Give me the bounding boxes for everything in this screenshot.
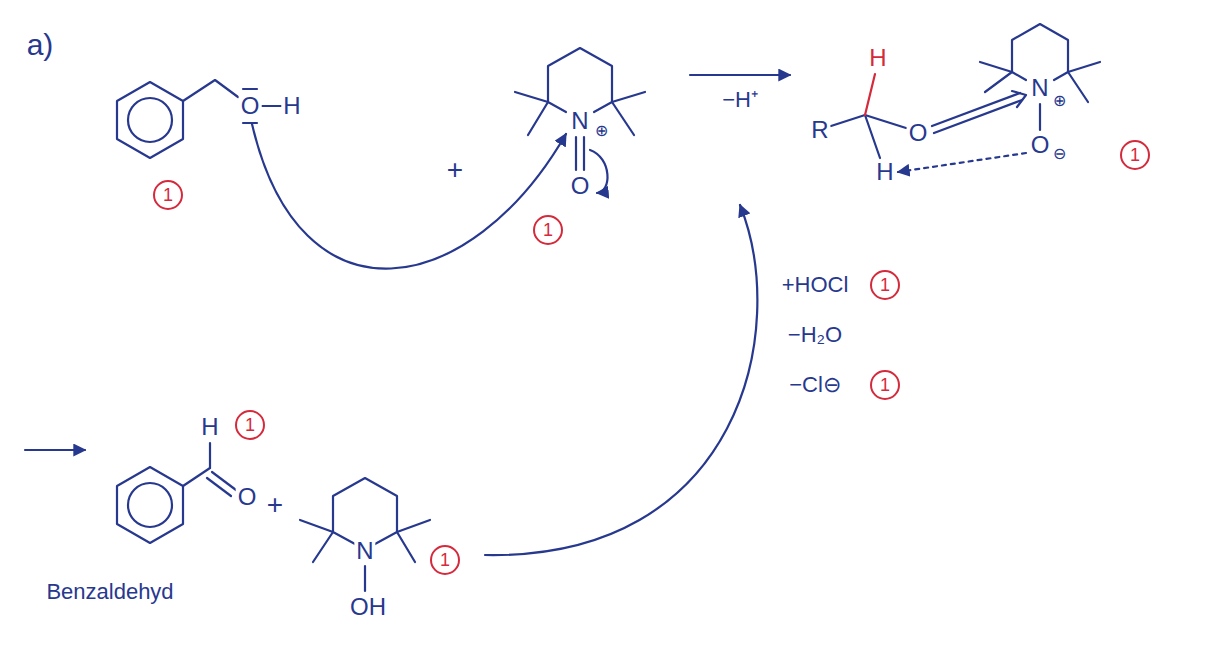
benzyl-alcohol-part bbox=[262, 105, 281, 107]
plus-sign: + bbox=[445, 156, 465, 184]
callout-number: 1 bbox=[245, 416, 255, 434]
reagent-label: −H⁺ bbox=[720, 89, 760, 111]
hydroxylamine bbox=[300, 478, 430, 591]
callout-circle: 1 bbox=[870, 270, 900, 300]
atom-label: O bbox=[907, 121, 930, 145]
benzaldehyde-part bbox=[183, 468, 210, 486]
reaction-arrow bbox=[690, 74, 790, 76]
atom-label: H bbox=[199, 415, 220, 439]
hydroxylamine-part bbox=[364, 566, 366, 591]
transition-state-part bbox=[980, 62, 1012, 72]
benzaldehyde-part bbox=[207, 478, 231, 496]
attack-arrow bbox=[252, 124, 566, 269]
callout-number: 1 bbox=[880, 276, 890, 294]
oxoammonium-part bbox=[612, 102, 634, 135]
benzyl-alcohol bbox=[117, 80, 281, 158]
atom-label: O bbox=[239, 94, 262, 118]
benzaldehyde-part bbox=[128, 483, 172, 527]
mechanism-drawing-part bbox=[25, 24, 1100, 591]
transition-state bbox=[831, 24, 1100, 172]
benzaldehyde-part bbox=[117, 467, 183, 543]
benzaldehyde-part bbox=[209, 443, 211, 468]
red-bond bbox=[865, 74, 875, 115]
atom-label: OH bbox=[348, 595, 388, 619]
reagent-label: −Cl⊖ bbox=[787, 374, 843, 396]
benzyl-alcohol-part bbox=[117, 82, 183, 158]
callout-circle: 1 bbox=[430, 545, 460, 575]
transition-state-part bbox=[934, 100, 1022, 133]
callout-number: 1 bbox=[163, 186, 173, 204]
atom-label: O bbox=[569, 174, 592, 198]
charge-sign: ⊖ bbox=[1051, 146, 1068, 162]
callout-number: 1 bbox=[880, 376, 890, 394]
oxoammonium-part bbox=[583, 137, 585, 170]
oxoammonium-part bbox=[528, 102, 548, 135]
atom-label: H bbox=[281, 94, 302, 118]
oxoammonium-part bbox=[590, 150, 607, 193]
charge-sign: ⊕ bbox=[593, 123, 610, 139]
reaction-arrow bbox=[25, 449, 85, 451]
atom-label: H bbox=[874, 160, 895, 184]
transition-state-part bbox=[1068, 62, 1100, 72]
callout-circle: 1 bbox=[235, 410, 265, 440]
benzaldehyde-part bbox=[212, 472, 236, 490]
hydroxylamine-part bbox=[397, 520, 430, 532]
atom-label: O bbox=[236, 485, 259, 509]
oxoammonium-part bbox=[515, 92, 548, 102]
oxoammonium-part bbox=[575, 137, 577, 170]
hydroxylamine-part bbox=[333, 478, 397, 544]
callout-number: 1 bbox=[440, 551, 450, 569]
transition-state-part bbox=[1039, 104, 1041, 130]
transition-state-part bbox=[1012, 91, 1026, 107]
reagent-label: −H₂O bbox=[786, 324, 844, 346]
transition-state-part bbox=[831, 115, 865, 126]
benzaldehyde bbox=[117, 443, 236, 543]
hydroxylamine-part bbox=[313, 532, 333, 562]
transition-state-part bbox=[1012, 24, 1068, 80]
callout-circle: 1 bbox=[1120, 140, 1150, 170]
regeneration-arrow bbox=[485, 205, 757, 555]
oxoammonium-part bbox=[548, 48, 612, 112]
callout-number: 1 bbox=[1130, 146, 1140, 164]
transition-state-part bbox=[865, 115, 880, 158]
plus-sign: + bbox=[265, 491, 285, 519]
transition-state-part bbox=[985, 72, 1012, 92]
reagent-label: +HOCl bbox=[780, 274, 851, 296]
oxoammonium-part bbox=[612, 92, 645, 102]
benzyl-alcohol-part bbox=[183, 80, 238, 101]
transition-state-part bbox=[1068, 72, 1088, 102]
part-label: a) bbox=[25, 30, 56, 60]
callout-circle: 1 bbox=[153, 180, 183, 210]
oxoammonium bbox=[515, 48, 645, 193]
benzyl-alcohol-part bbox=[243, 122, 257, 124]
atom-label: R bbox=[809, 118, 830, 142]
atom-label: O bbox=[1029, 133, 1052, 157]
benzyl-alcohol-part bbox=[243, 88, 257, 90]
transition-state-part bbox=[865, 115, 906, 128]
atom-label: N bbox=[354, 539, 375, 563]
atom-label: H bbox=[867, 46, 888, 70]
callout-number: 1 bbox=[543, 221, 553, 239]
transition-state-part bbox=[932, 93, 1020, 126]
hydroxylamine-part bbox=[397, 532, 415, 562]
transition-state-part bbox=[898, 153, 1026, 172]
callout-circle: 1 bbox=[870, 370, 900, 400]
atom-label: N bbox=[1029, 76, 1050, 100]
atom-label: N bbox=[569, 109, 590, 133]
benzyl-alcohol-part bbox=[128, 98, 172, 142]
charge-sign: ⊕ bbox=[1051, 93, 1068, 109]
callout-circle: 1 bbox=[533, 215, 563, 245]
compound-name: Benzaldehyd bbox=[44, 581, 175, 603]
hydroxylamine-part bbox=[300, 520, 333, 532]
